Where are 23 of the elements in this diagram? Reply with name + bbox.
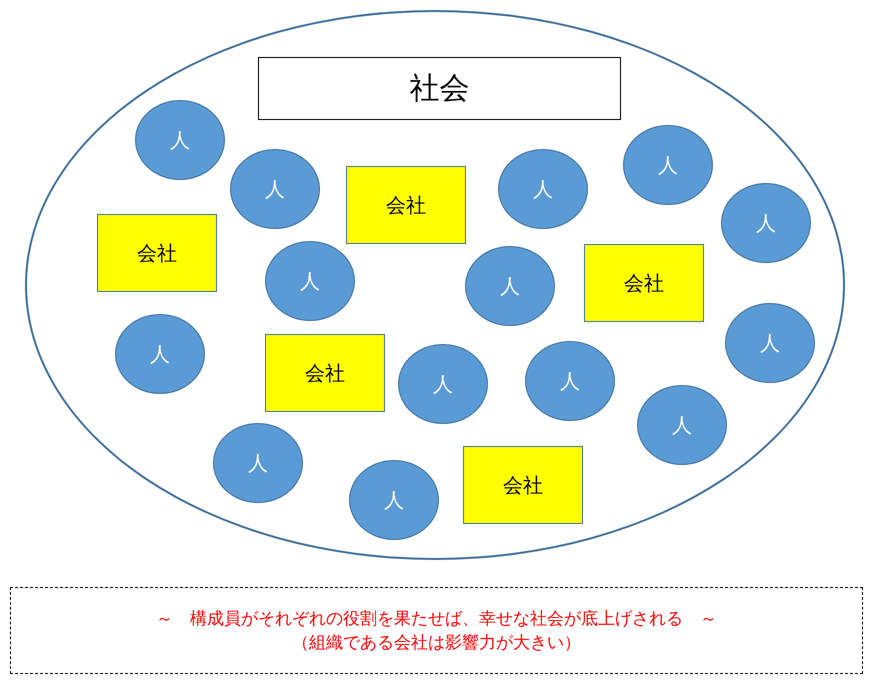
- person-circle: 人: [349, 460, 439, 540]
- person-circle: 人: [525, 341, 615, 421]
- note-text: ～ 構成員がそれぞれの役割を果たせば、幸せな社会が底上げされる ～: [156, 608, 717, 630]
- title-box: 社会: [258, 57, 621, 120]
- person-circle: 人: [725, 303, 815, 383]
- person-circle: 人: [623, 125, 713, 205]
- person-circle: 人: [230, 149, 320, 229]
- person-circle: 人: [721, 183, 811, 263]
- company-box: 会社: [346, 166, 466, 244]
- person-circle: 人: [135, 100, 225, 180]
- person-circle: 人: [637, 385, 727, 465]
- note-box: [10, 587, 863, 674]
- company-box: 会社: [463, 446, 583, 524]
- person-circle: 人: [498, 149, 588, 229]
- person-circle: 人: [465, 246, 555, 326]
- company-box: 会社: [584, 244, 704, 322]
- company-box: 会社: [97, 214, 217, 292]
- person-circle: 人: [115, 314, 205, 394]
- note-text: （組織である会社は影響力が大きい）: [292, 632, 581, 654]
- company-box: 会社: [265, 334, 385, 412]
- person-circle: 人: [213, 423, 303, 503]
- person-circle: 人: [398, 344, 488, 424]
- person-circle: 人: [265, 241, 355, 321]
